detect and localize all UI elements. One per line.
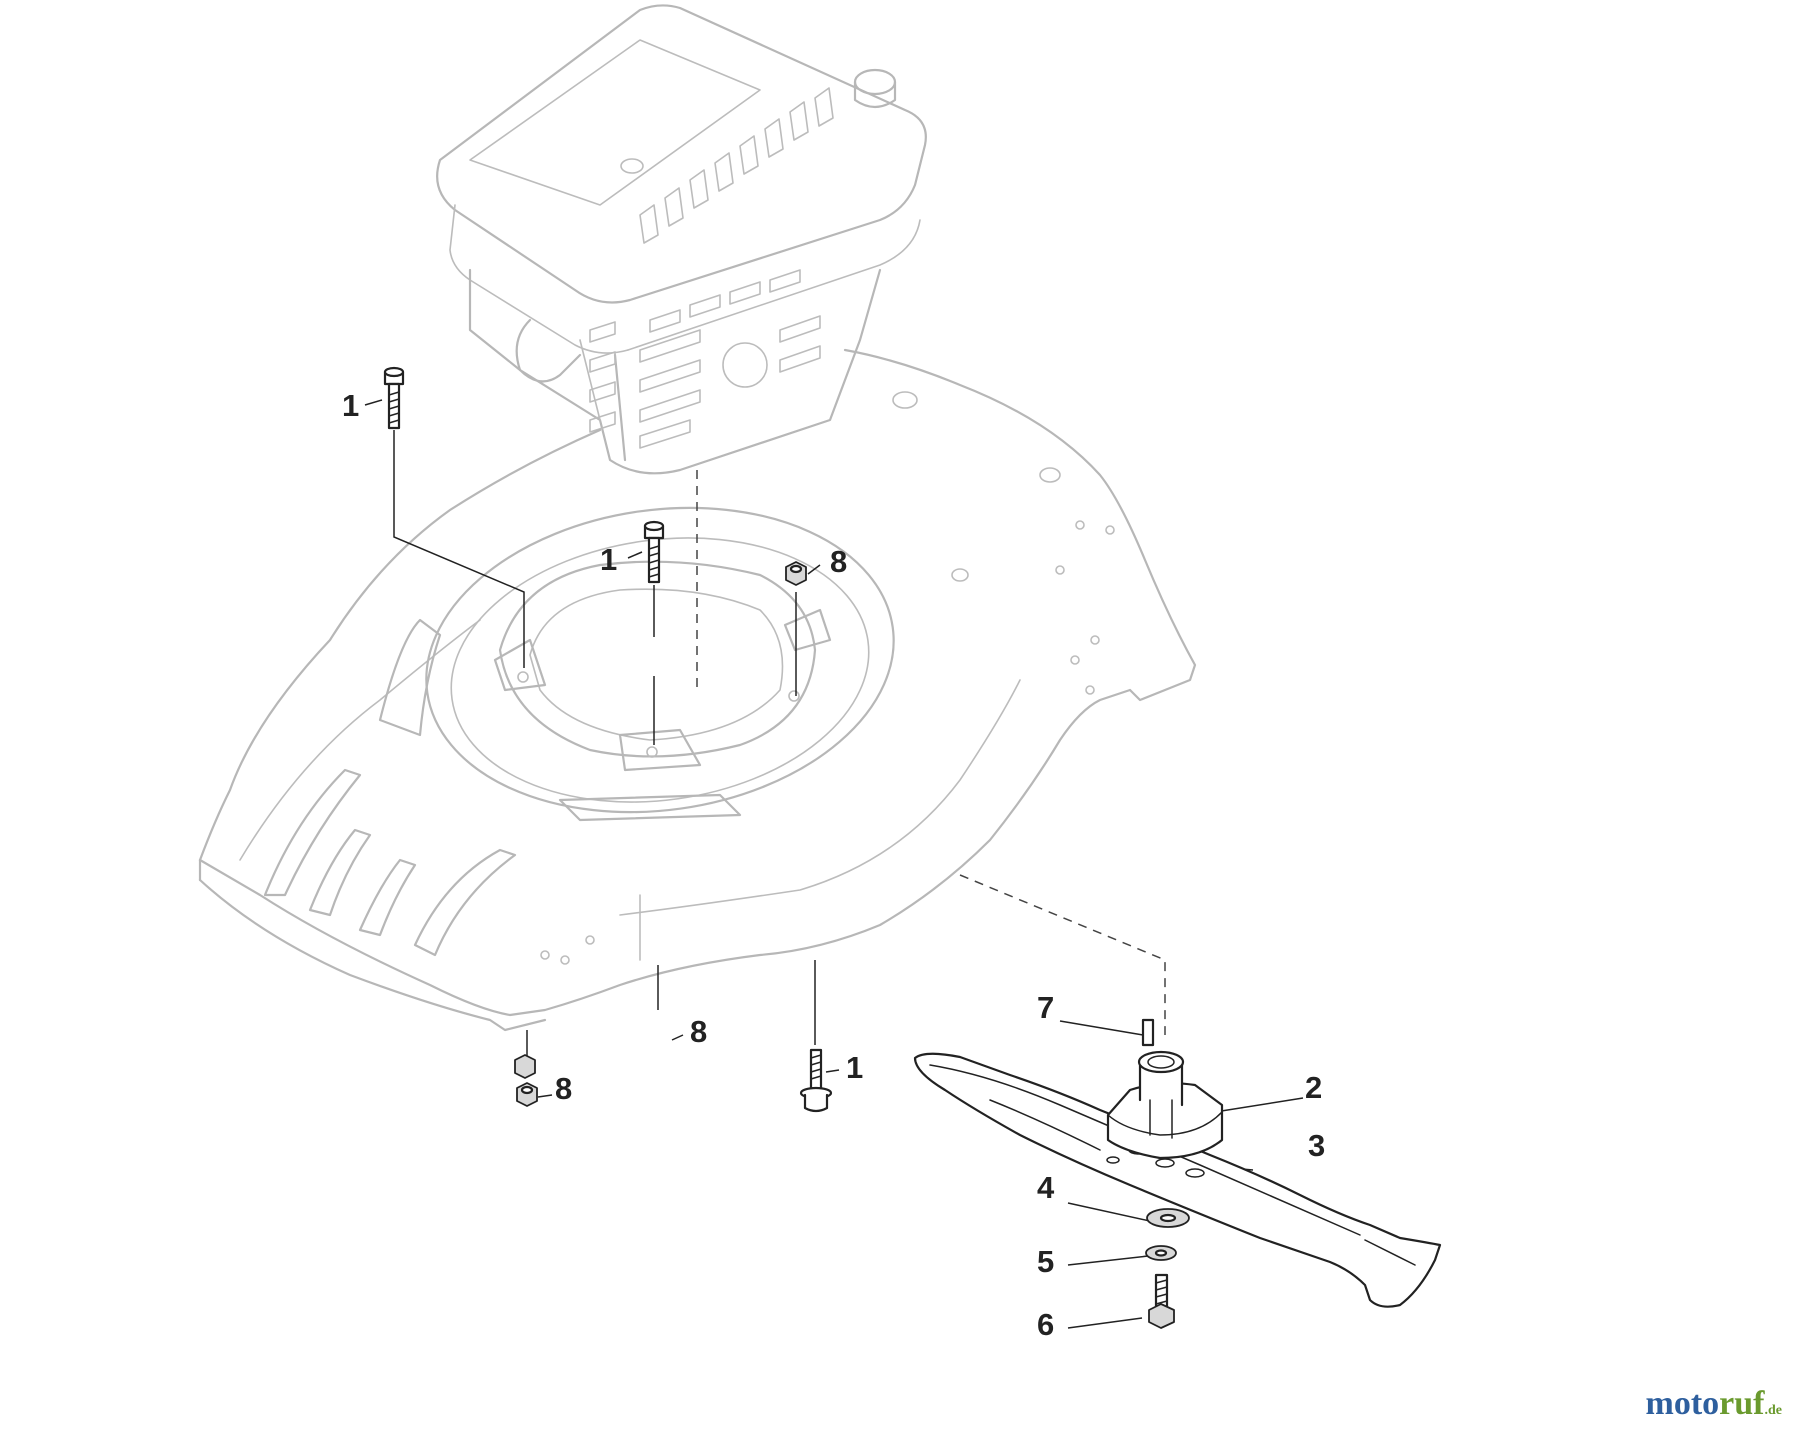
- block-fins: [589, 269, 821, 449]
- callout-3: 3: [1308, 1128, 1325, 1163]
- nut-lower-left: [505, 1089, 525, 1112]
- motoruf-logo: motoruf.de: [1646, 1385, 1782, 1423]
- callout-1-lower: 1: [846, 1050, 863, 1085]
- bolt-center: [643, 520, 665, 584]
- cover-fins: [639, 87, 834, 244]
- callout-8-top: 8: [830, 544, 847, 579]
- leader-lines: [364, 399, 1304, 1329]
- blade-assembly: [913, 1018, 1442, 1329]
- bolt-top-left: [383, 366, 405, 430]
- assembly-dash-lines: [696, 470, 1166, 1035]
- callout-7: 7: [1037, 990, 1054, 1025]
- callout-4: 4: [1037, 1170, 1055, 1205]
- mower-deck-ghost: [198, 348, 1197, 1032]
- callout-5: 5: [1037, 1244, 1054, 1279]
- nut-middle: [516, 1082, 538, 1107]
- callout-numbers: 1 1 8 8 8 1 7 2 3 4 5 6: [342, 388, 1325, 1342]
- callout-1-top: 1: [342, 388, 359, 423]
- logo-text-accent: ruf: [1719, 1385, 1765, 1422]
- engine-ghost: [436, 4, 927, 475]
- nut-bottom: [514, 1054, 536, 1079]
- logo-text-main: moto: [1645, 1385, 1720, 1422]
- nut-top: [785, 561, 807, 586]
- bolt-lower: [799, 1048, 833, 1113]
- callout-2: 2: [1305, 1070, 1322, 1105]
- logo-tld: .de: [1764, 1403, 1783, 1418]
- callout-8-middle: 8: [690, 1014, 707, 1049]
- callout-6: 6: [1037, 1307, 1054, 1342]
- callout-8-bottom: 8: [555, 1071, 572, 1106]
- callout-1-center: 1: [600, 542, 617, 577]
